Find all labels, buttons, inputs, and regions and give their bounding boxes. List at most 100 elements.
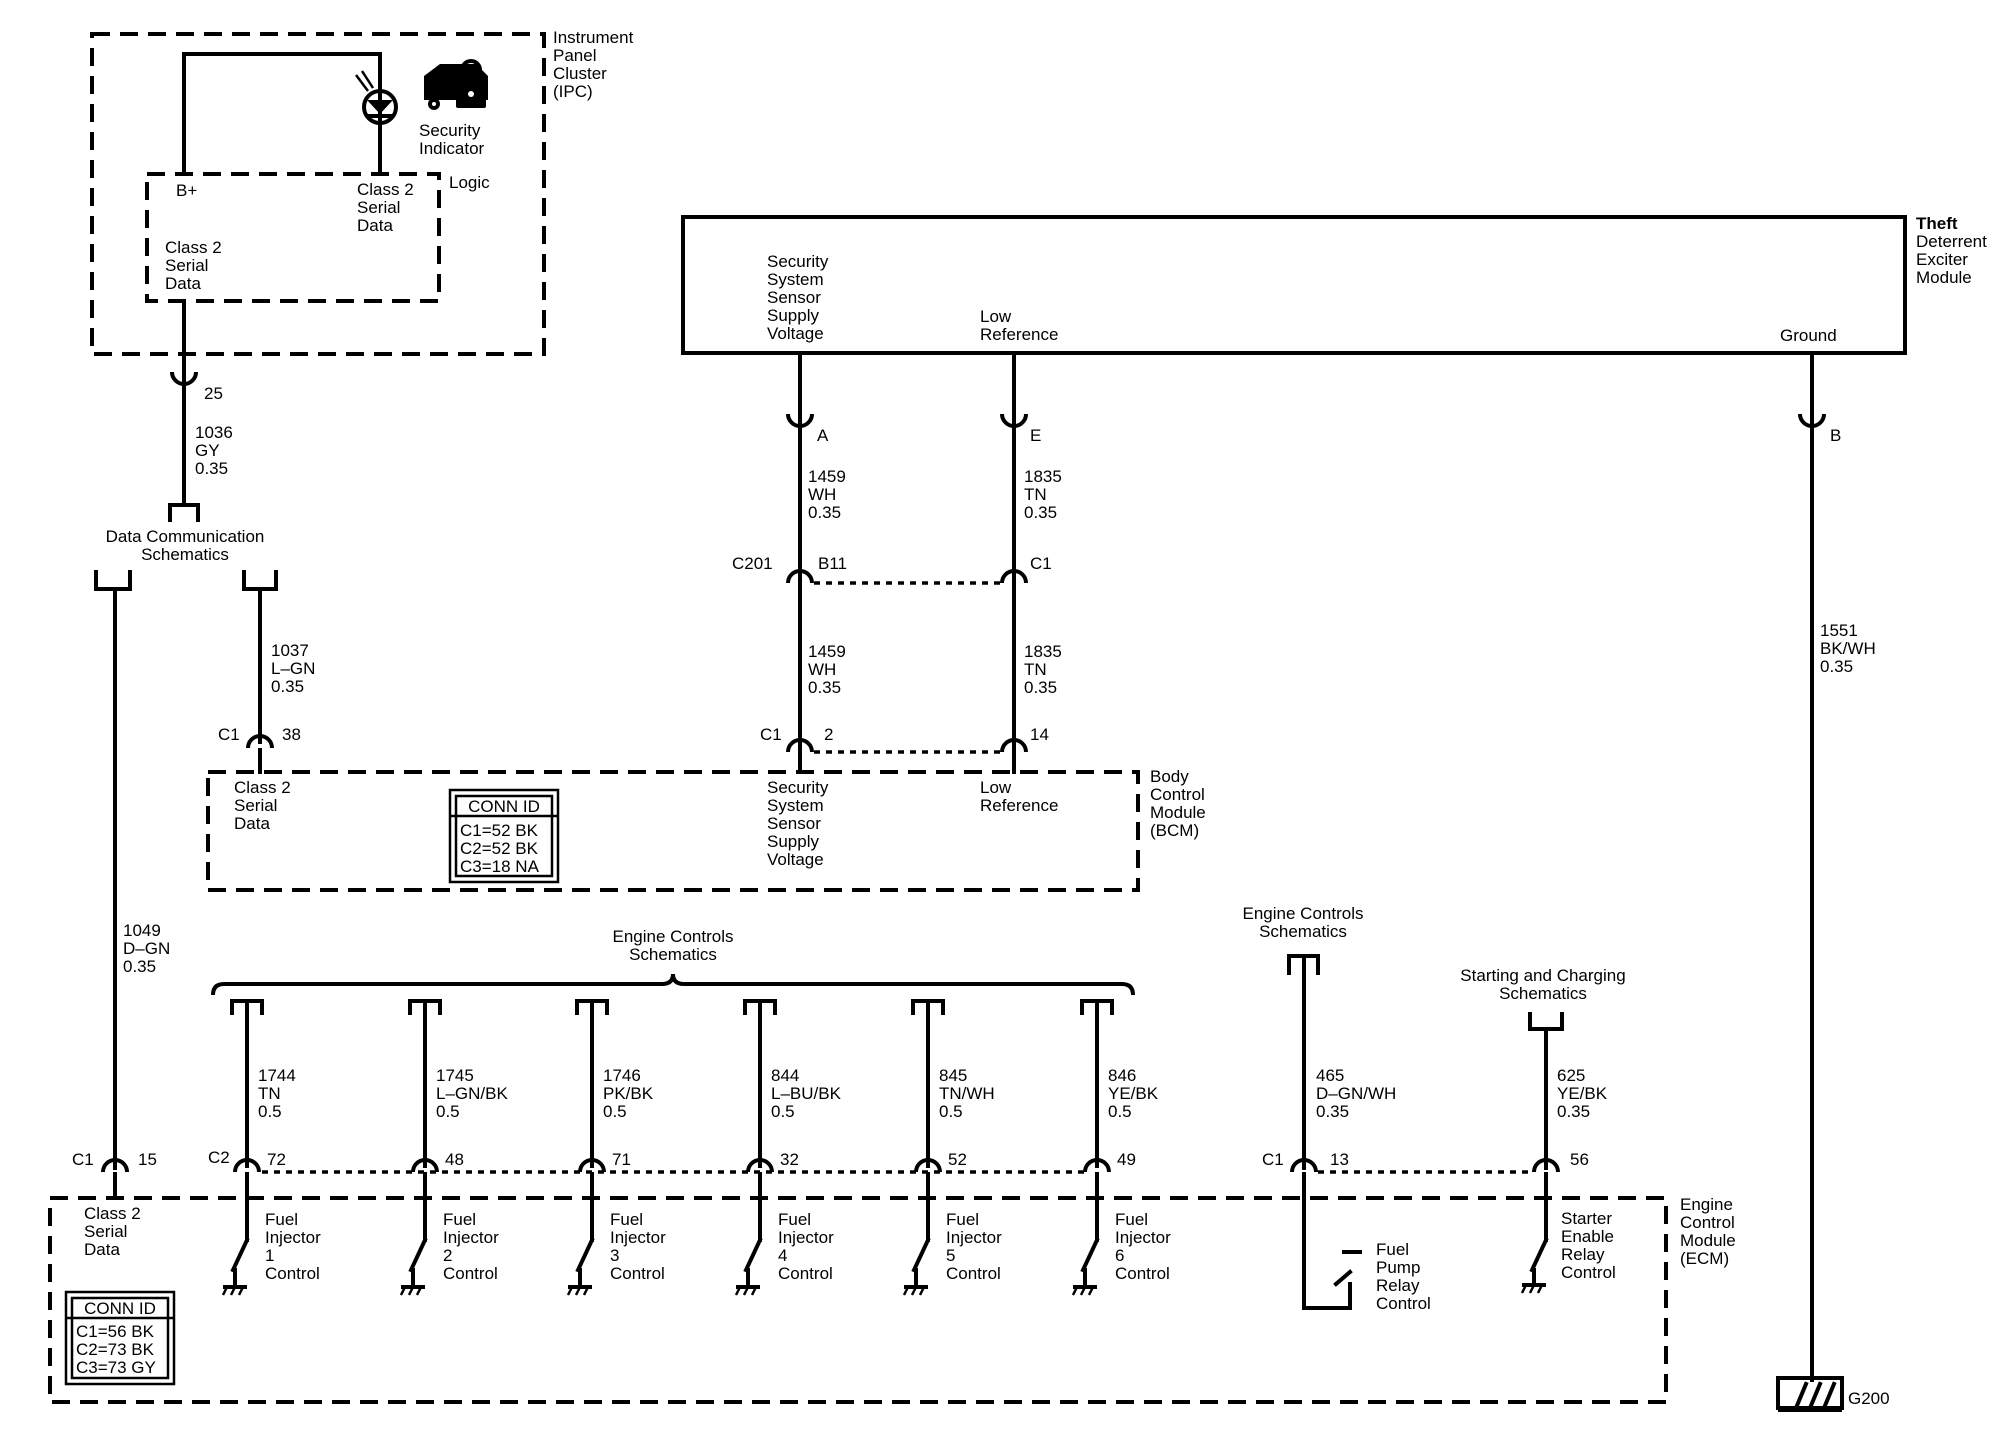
svg-text:C1=52 BK: C1=52 BK [460, 821, 539, 840]
connector-b [1798, 413, 1826, 428]
fuel-pump-relay-switch-icon [1302, 1172, 1362, 1310]
bcm-c1-2-conn: C1 [760, 725, 782, 744]
ecm-pin-56: 56 [1570, 1150, 1589, 1169]
connector-a [786, 413, 814, 428]
injector-3-ground-hatch-1 [566, 1286, 574, 1296]
injector-4-connector [746, 1158, 774, 1173]
pin-a: A [817, 426, 829, 445]
injector-5-connector [914, 1158, 942, 1173]
injector-5-ground-hatch-2 [910, 1286, 918, 1296]
security-indicator-led-icon [355, 70, 398, 125]
injector-2-connector [411, 1158, 439, 1173]
injector-2-switch [408, 1237, 428, 1273]
bcm-c1-38-pin: 38 [282, 725, 301, 744]
ecm-conn-id-table: CONN ID C1=56 BK C2=73 BK C3=73 GY [64, 1290, 176, 1386]
svg-text:C2=52 BK: C2=52 BK [460, 839, 539, 858]
pin-e: E [1030, 426, 1041, 445]
ground-g200-icon: G200 [1776, 1376, 1890, 1412]
ground-name: G200 [1848, 1389, 1890, 1408]
injector-6-ground-hatch-3 [1087, 1286, 1095, 1296]
injector-4-pin: 32 [780, 1150, 799, 1169]
bcm-conn-id-table: CONN ID C1=52 BK C2=52 BK C3=18 NA [448, 788, 560, 884]
injector-6-pin: 49 [1117, 1150, 1136, 1169]
injector-6-connector [1083, 1158, 1111, 1173]
bplus-label: B+ [176, 181, 197, 200]
bcm-c1-2-pin: 2 [824, 725, 833, 744]
tdem-ground: Ground [1780, 326, 1837, 345]
bcm-pin-14: 14 [1030, 725, 1049, 744]
injector-2-ground-hatch-1 [399, 1286, 407, 1296]
ecm-c1-13-conn: C1 [1262, 1150, 1284, 1169]
svg-text:CONN ID: CONN ID [84, 1299, 156, 1318]
injector-6-switch [1080, 1237, 1100, 1273]
injector-3-ground-hatch-2 [574, 1286, 582, 1296]
injector-1-pin: 72 [267, 1150, 286, 1169]
ecm-c1-15-pin: 15 [138, 1150, 157, 1169]
injector-3-pin: 71 [612, 1150, 631, 1169]
starter-relay-switch-icon [1520, 1172, 1549, 1294]
injector-5-switch [911, 1237, 931, 1273]
injector-4-ground-hatch-1 [734, 1286, 742, 1296]
injector-5-ground-hatch-3 [918, 1286, 926, 1296]
svg-text:C3=73 GY: C3=73 GY [76, 1358, 156, 1377]
injector-1-ground-hatch-3 [237, 1286, 245, 1296]
injector-6-ground-hatch-2 [1079, 1286, 1087, 1296]
injector-1-ground-hatch-2 [229, 1286, 237, 1296]
injector-5-ground-hatch-1 [902, 1286, 910, 1296]
svg-text:C1=56 BK: C1=56 BK [76, 1322, 155, 1341]
injector-2-ground-hatch-3 [415, 1286, 423, 1296]
injector-1-connector [233, 1158, 261, 1173]
pin-25: 25 [204, 384, 223, 403]
injector-4-ground-hatch-3 [750, 1286, 758, 1296]
svg-text:C3=18 NA: C3=18 NA [460, 857, 540, 876]
connector-e [1000, 413, 1028, 428]
injector-3-connector [578, 1158, 606, 1173]
injector-1-ground-hatch-1 [221, 1286, 229, 1296]
ecm-c1-13-pin: 13 [1330, 1150, 1349, 1169]
injector-3-ground-hatch-3 [582, 1286, 590, 1296]
injector-3-switch [575, 1237, 595, 1273]
c201-name: C201 [732, 554, 773, 573]
injector-2-pin: 48 [445, 1150, 464, 1169]
logic-label: Logic [449, 173, 490, 192]
